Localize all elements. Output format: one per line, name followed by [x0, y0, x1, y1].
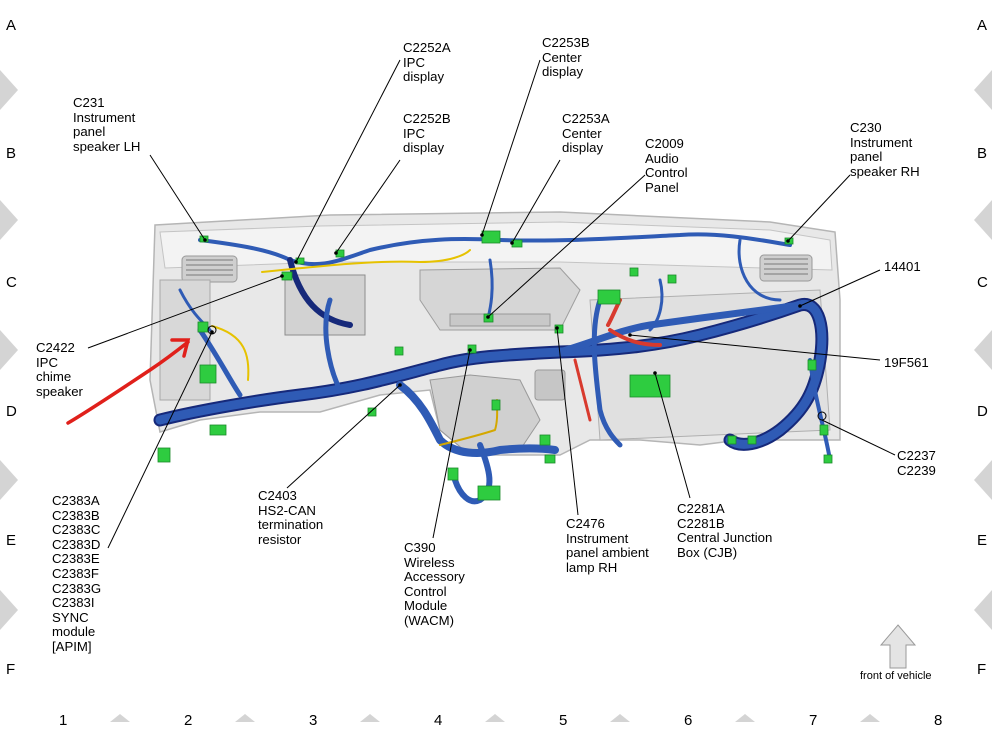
- grid-row-d-right: D: [977, 403, 988, 420]
- grid-row-b-left: B: [6, 145, 17, 162]
- grid-col-1: 1: [59, 712, 68, 729]
- label-c2009: C2009 Audio Control Panel: [645, 136, 688, 195]
- label-c2476: C2476 Instrument panel ambient lamp RH: [566, 516, 649, 575]
- grid-col-2: 2: [184, 712, 193, 729]
- grid-row-c-left: C: [6, 274, 17, 291]
- label-c2253a: C2253A Center display: [562, 111, 610, 156]
- label-c230: C230 Instrument panel speaker RH: [850, 120, 920, 179]
- grid-col-3: 3: [309, 712, 318, 729]
- grid-row-d-left: D: [6, 403, 17, 420]
- label-c2403: C2403 HS2-CAN termination resistor: [258, 488, 324, 547]
- red-annotation-arrow: [66, 338, 191, 425]
- grid-row-f-left: F: [6, 661, 16, 678]
- grid-col-4: 4: [434, 712, 443, 729]
- label-c2422: C2422 IPC chime speaker: [36, 340, 83, 399]
- grid-markers: [0, 70, 992, 722]
- label-c2237: C2237 C2239: [897, 448, 936, 478]
- grid-row-e-right: E: [977, 532, 988, 549]
- grid-row-c-right: C: [977, 274, 988, 291]
- front-of-vehicle-label: front of vehicle: [860, 670, 932, 682]
- grid-col-8: 8: [934, 712, 943, 729]
- label-c2383: C2383A C2383B C2383C C2383D C2383E C2383…: [52, 493, 102, 654]
- grid-row-a-left: A: [6, 17, 17, 34]
- c2383-callout-circle: [207, 325, 217, 335]
- connectors: [157, 230, 833, 501]
- label-c231: C231 Instrument panel speaker LH: [73, 95, 141, 154]
- grid-row-f-right: F: [977, 661, 987, 678]
- label-19f561: 19F561: [884, 355, 929, 370]
- label-c2281: C2281A C2281B Central Junction Box (CJB): [677, 501, 773, 560]
- front-of-vehicle-arrow-icon: [879, 624, 917, 669]
- label-c390: C390 Wireless Accessory Control Module (…: [404, 540, 465, 628]
- grid-col-7: 7: [809, 712, 818, 729]
- c2237-callout-circle: [817, 411, 827, 421]
- label-c2253b: C2253B Center display: [542, 35, 590, 80]
- grid-col-5: 5: [559, 712, 568, 729]
- grid-row-a-right: A: [977, 17, 988, 34]
- leader-lines: [87, 59, 896, 549]
- label-14401: 14401: [884, 259, 921, 274]
- grid-row-e-left: E: [6, 532, 17, 549]
- leader-arrowheads: [203, 233, 802, 387]
- label-c2252b: C2252B IPC display: [403, 111, 451, 156]
- label-c2252a: C2252A IPC display: [403, 40, 451, 85]
- grid-row-b-right: B: [977, 145, 988, 162]
- grid-col-6: 6: [684, 712, 693, 729]
